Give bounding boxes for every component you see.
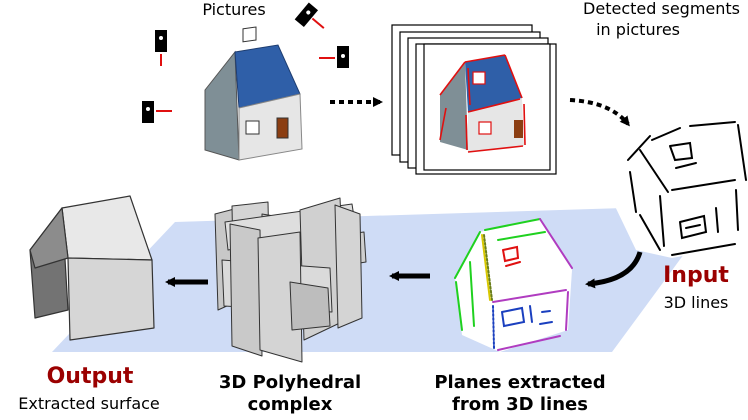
picture-stack (391, 24, 557, 175)
output-house (29, 195, 155, 341)
detected-segments-label-2: in pictures (596, 20, 680, 39)
house-thumbnail (439, 54, 526, 153)
pictures-label: Pictures (202, 0, 266, 19)
planes-model (454, 218, 573, 352)
complex-label: 3D Polyhedral (218, 372, 362, 393)
output-title: Output (46, 364, 134, 389)
curved-arrow-icon (569, 98, 630, 127)
planes-label-2: from 3D lines (452, 394, 588, 415)
planes-label: Planes extracted (434, 372, 606, 393)
polyhedral-complex (214, 197, 367, 363)
camera-icon (319, 46, 349, 68)
detected-segments-label: Detected segments (583, 0, 740, 18)
input-subtitle: 3D lines (663, 293, 729, 312)
camera-icon (155, 30, 167, 66)
house-model (204, 26, 303, 161)
input-title: Input (663, 263, 729, 288)
input-3d-lines (612, 121, 747, 258)
camera-icon (294, 2, 325, 29)
output-subtitle: Extracted surface (18, 394, 160, 413)
complex-label-2: complex (247, 394, 333, 415)
curved-arrow-icon (585, 251, 643, 289)
camera-icon (142, 101, 172, 123)
